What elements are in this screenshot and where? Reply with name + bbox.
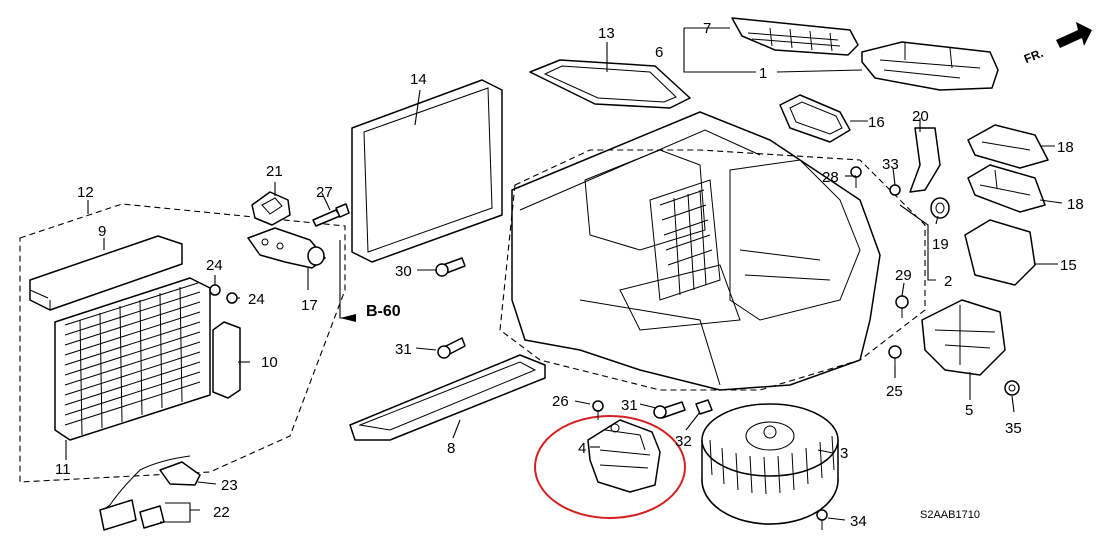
part-10-seal-strip bbox=[212, 321, 241, 399]
callout-3: 3 bbox=[840, 445, 848, 462]
callout-30: 30 bbox=[395, 263, 412, 280]
callout-5: 5 bbox=[965, 402, 973, 419]
reference-label: B-60 bbox=[366, 303, 401, 320]
part-35-nut bbox=[1004, 380, 1020, 396]
callout-19: 19 bbox=[932, 236, 949, 253]
part-5-actuator bbox=[921, 299, 1006, 376]
callout-18-upper: 18 bbox=[1057, 139, 1074, 156]
callout-15: 15 bbox=[1060, 257, 1077, 274]
callout-7: 7 bbox=[703, 20, 711, 37]
part-25-screw bbox=[888, 345, 902, 368]
part-9-evaporator-cover bbox=[29, 235, 183, 311]
housing-group-outline bbox=[499, 149, 926, 391]
part-17-expansion-valve bbox=[247, 227, 326, 269]
evaporator-group-outline bbox=[19, 203, 346, 483]
part-4-resistor bbox=[587, 419, 661, 493]
part-20-hose bbox=[909, 127, 941, 193]
callout-29: 29 bbox=[895, 267, 912, 284]
callout-6: 6 bbox=[655, 44, 663, 61]
part-33-clip bbox=[889, 184, 901, 196]
callout-33: 33 bbox=[882, 156, 899, 173]
front-direction-label: FR. bbox=[1022, 46, 1045, 66]
callout-25: 25 bbox=[886, 383, 903, 400]
part-34-screw bbox=[816, 509, 828, 530]
callout-12: 12 bbox=[77, 184, 94, 201]
part-23-thermistor bbox=[159, 461, 201, 486]
reference-b60: B-60 bbox=[340, 303, 401, 322]
callout-32: 32 bbox=[675, 433, 692, 450]
part-14-frame bbox=[351, 79, 503, 263]
highlight-circle bbox=[534, 415, 686, 519]
callout-13: 13 bbox=[598, 25, 615, 42]
callout-11: 11 bbox=[55, 461, 71, 478]
part-16-gasket bbox=[779, 94, 851, 143]
part-18-bracket-lower bbox=[967, 164, 1046, 213]
part-32-nut bbox=[695, 399, 713, 415]
callout-21: 21 bbox=[266, 163, 283, 180]
callout-labels: 1 2 3 4 5 6 7 8 9 10 11 12 13 14 15 16 1… bbox=[55, 20, 1084, 530]
callout-9: 9 bbox=[98, 223, 106, 240]
front-direction-arrow: FR. bbox=[1022, 22, 1092, 66]
part-13-seal bbox=[529, 59, 691, 109]
part-8-drain-pan bbox=[349, 354, 546, 441]
part-26-screw bbox=[592, 400, 604, 420]
callout-10: 10 bbox=[261, 354, 278, 371]
part-27-bolt bbox=[312, 203, 350, 227]
part-15-plate bbox=[964, 219, 1036, 286]
part-1-upper-cover bbox=[861, 41, 999, 91]
part-28-screw bbox=[850, 166, 862, 188]
callout-23: 23 bbox=[221, 477, 238, 494]
part-19-grommet bbox=[930, 197, 950, 219]
callout-34: 34 bbox=[850, 513, 867, 530]
part-2-heater-housing bbox=[511, 111, 881, 391]
part-24-clip-a bbox=[209, 284, 221, 296]
callout-28: 28 bbox=[822, 169, 839, 186]
part-24-clip-b bbox=[226, 292, 238, 304]
callout-31-a: 31 bbox=[395, 341, 412, 358]
callout-24-a: 24 bbox=[206, 257, 223, 274]
callout-2: 2 bbox=[944, 273, 952, 290]
part-29-screw bbox=[895, 295, 909, 318]
callout-14: 14 bbox=[410, 71, 427, 88]
callout-1: 1 bbox=[759, 65, 767, 82]
part-22-harness bbox=[99, 455, 191, 531]
callout-24-b: 24 bbox=[248, 291, 265, 308]
part-18-bracket-upper bbox=[967, 124, 1049, 169]
part-31-screw-b bbox=[653, 401, 686, 419]
callout-20: 20 bbox=[912, 108, 929, 125]
drawing-code: S2AAB1710 bbox=[920, 509, 980, 521]
callout-4: 4 bbox=[578, 440, 586, 457]
callout-27: 27 bbox=[316, 184, 333, 201]
part-3-blower-motor bbox=[701, 403, 839, 525]
callout-17: 17 bbox=[301, 297, 318, 314]
part-11-evaporator-core bbox=[54, 277, 211, 441]
part-30-screw bbox=[435, 257, 466, 277]
callout-8: 8 bbox=[447, 440, 455, 457]
callout-16: 16 bbox=[868, 114, 885, 131]
callout-31-b: 31 bbox=[621, 397, 638, 414]
callout-26: 26 bbox=[552, 393, 569, 410]
part-31-screw-a bbox=[437, 337, 466, 359]
part-7-filter-lid bbox=[731, 17, 859, 56]
callout-22: 22 bbox=[213, 504, 230, 521]
part-21-oring bbox=[251, 191, 291, 226]
callout-18-lower: 18 bbox=[1067, 196, 1084, 213]
callout-35: 35 bbox=[1005, 420, 1022, 437]
